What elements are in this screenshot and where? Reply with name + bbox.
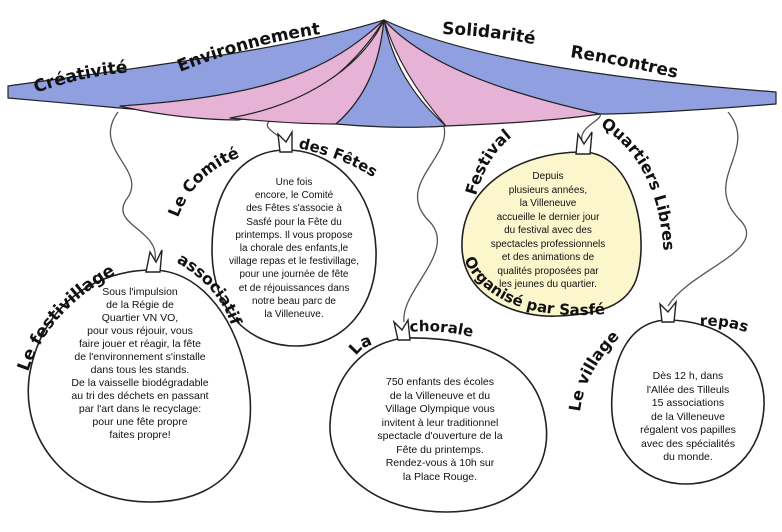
chorale-text: 750 enfants des écoles de la Villeneuve … — [377, 376, 503, 483]
string-village — [667, 111, 748, 307]
knot-comite — [277, 129, 293, 153]
canopy-right-outer — [383, 19, 777, 115]
balloon-chorale — [329, 337, 548, 513]
comite-text: Une fois encore, le Comité des Fêtes s'a… — [228, 177, 360, 321]
balloon-festival — [461, 151, 642, 317]
balloon-knots — [145, 129, 677, 341]
festival-text: Depuis plusieurs années, la Villeneuve a… — [490, 171, 606, 290]
village-text: Dès 12 h, dans l'Allée des Tilleuls 15 a… — [640, 370, 736, 463]
balloon-comite — [211, 149, 377, 347]
string-festivillage — [109, 111, 156, 261]
string-chorale — [403, 111, 446, 323]
knot-festivillage — [145, 249, 163, 273]
title-chorale: chorale — [409, 317, 475, 341]
canopy — [7, 19, 777, 128]
balloon-village — [610, 319, 765, 485]
balloons — [27, 149, 765, 513]
knot-festival — [575, 131, 593, 155]
banner-word-3: Solidarité — [442, 19, 537, 49]
knot-chorale — [392, 317, 411, 341]
balloon-festivillage — [27, 269, 252, 503]
canopy-center — [335, 19, 447, 128]
festivillage-text: Sous l'impulsion de la Régie de Quartier… — [71, 286, 209, 441]
knot-village — [659, 299, 677, 323]
